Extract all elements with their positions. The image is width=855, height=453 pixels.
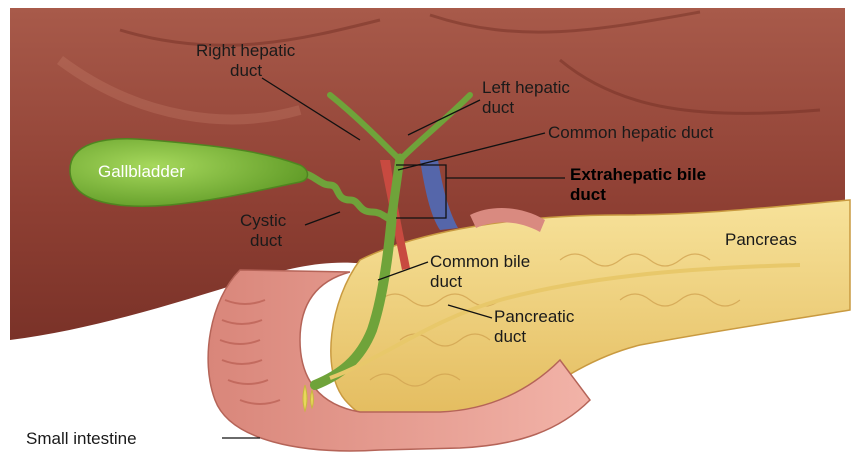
label-common-hepatic-duct: Common hepatic duct — [548, 123, 714, 142]
label-gallbladder: Gallbladder — [98, 162, 185, 181]
label-pancreas: Pancreas — [725, 230, 797, 249]
label-small-intestine: Small intestine — [26, 429, 137, 448]
